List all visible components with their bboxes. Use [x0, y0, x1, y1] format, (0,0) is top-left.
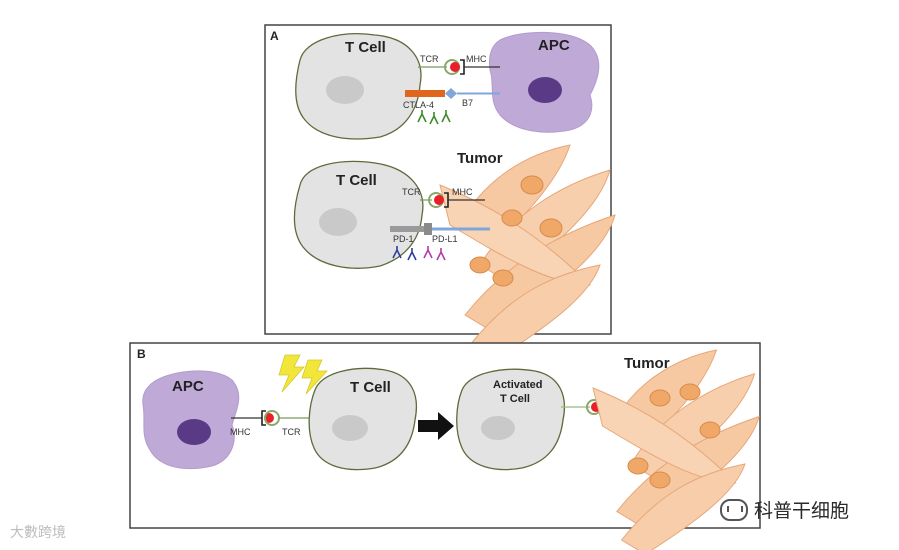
antigen-bottom [434, 195, 444, 205]
watermark-right: 科普干细胞 [720, 496, 849, 523]
tumor-nuclei-a [469, 175, 563, 287]
watermark-left: 大數跨境 [10, 525, 66, 541]
activation-arrow [418, 412, 454, 440]
activated-label-line2: T Cell [500, 393, 530, 405]
t-cell-bottom-label: T Cell [336, 172, 377, 189]
ctla4-bar [405, 90, 445, 97]
mhc-label-top: MHC [466, 54, 487, 64]
b7-diamond [445, 88, 457, 99]
apc-top-label: APC [538, 37, 570, 54]
wechat-icon [720, 498, 748, 521]
panel-a-letter: A [270, 29, 279, 43]
t-cell-b-nucleus [332, 415, 368, 441]
activated-t-cell-nucleus [481, 416, 515, 440]
activated-t-cell [456, 368, 566, 471]
pdl1-label: PD-L1 [432, 234, 458, 244]
t-cell-top-nucleus [326, 76, 364, 104]
ctla4-label: CTLA-4 [403, 100, 434, 110]
antigen-top [450, 62, 460, 72]
anti-pdl1-antibodies [423, 246, 446, 261]
pd1-bar [390, 226, 426, 232]
b7-label: B7 [462, 98, 473, 108]
apc-top-nucleus [528, 77, 562, 103]
pd1-label: PD-1 [393, 234, 414, 244]
tumor-nuclei-b [627, 383, 721, 489]
activated-label-line1: Activated [493, 379, 543, 391]
mhc-label-bottom: MHC [452, 187, 473, 197]
mhc-bracket-b [261, 410, 266, 426]
anti-ctla4-antibodies [417, 110, 451, 125]
mhc-label-b: MHC [230, 427, 251, 437]
lightning-bolt-1 [278, 354, 305, 393]
t-cell-bottom-nucleus [319, 208, 357, 236]
apc-b-nucleus [177, 419, 211, 445]
t-cell-top-label: T Cell [345, 39, 386, 56]
tcr-label-b: TCR [282, 427, 301, 437]
t-cell-b-label: T Cell [350, 379, 391, 396]
anti-pd1-antibodies [392, 246, 417, 261]
t-cell-bottom [293, 160, 424, 269]
tcr-label-bottom: TCR [402, 187, 421, 197]
watermark-right-text: 科普干细胞 [754, 500, 850, 522]
tumor-label-a: Tumor [457, 150, 503, 167]
lightning-bolt-2 [301, 359, 328, 395]
apc-b-label: APC [172, 378, 204, 395]
tumor-label-b: Tumor [624, 355, 670, 372]
tcr-label-top: TCR [420, 54, 439, 64]
pd-junction [424, 223, 432, 235]
panel-b-letter: B [137, 347, 146, 361]
